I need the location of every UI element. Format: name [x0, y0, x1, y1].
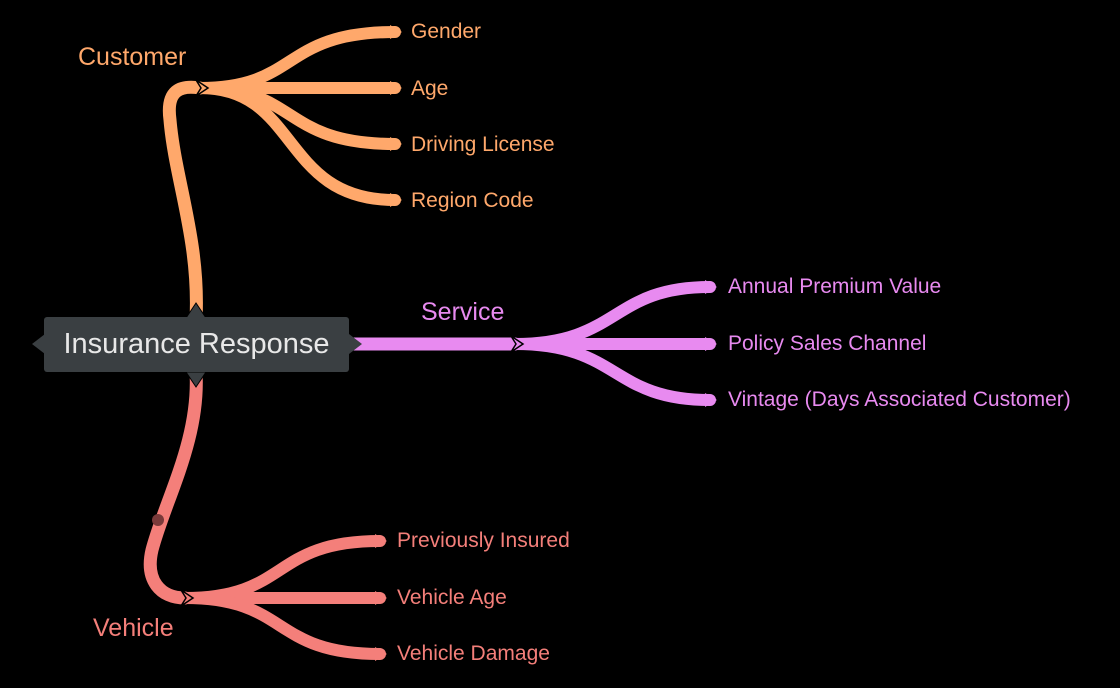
- vehicle-fork-insured: [179, 535, 386, 604]
- root-node[interactable]: Insurance Response: [44, 317, 349, 372]
- leaf-vintage[interactable]: Vintage (Days Associated Customer): [728, 388, 1071, 411]
- customer-arrow-region: [390, 193, 402, 207]
- customer-fork-gender: [194, 26, 401, 94]
- vehicle-connector: [143, 365, 203, 605]
- root-notch-bottom: [185, 371, 207, 388]
- vehicle-arrow-age: [375, 591, 387, 605]
- service-fork-vintage: [509, 338, 716, 406]
- service-chevron: [510, 335, 525, 353]
- root-label: Insurance Response: [63, 328, 330, 360]
- customer-branch: [162, 25, 402, 327]
- leaf-vehicle-damage[interactable]: Vehicle Damage: [397, 642, 550, 665]
- root-notch-left: [32, 334, 45, 354]
- service-branch: [343, 280, 717, 407]
- customer-connector: [162, 80, 207, 327]
- branch-label-service[interactable]: Service: [421, 298, 505, 326]
- leaf-annual-premium[interactable]: Annual Premium Value: [728, 275, 942, 298]
- service-fork-premium: [509, 281, 716, 350]
- branch-label-customer[interactable]: Customer: [78, 43, 187, 71]
- leaf-policy-sales-channel[interactable]: Policy Sales Channel: [728, 332, 927, 355]
- leaf-previously-insured[interactable]: Previously Insured: [397, 529, 570, 552]
- vehicle-branch: [143, 365, 387, 661]
- service-arrow-premium: [705, 280, 717, 294]
- vehicle-marker-dot: [152, 514, 164, 526]
- leaf-gender[interactable]: Gender: [411, 20, 482, 43]
- root-notch-top: [185, 302, 207, 319]
- customer-arrow-age: [390, 81, 402, 95]
- root-notch-right: [349, 334, 362, 354]
- vehicle-arrow-damage: [375, 647, 387, 661]
- customer-arrow-license: [390, 137, 402, 151]
- customer-chevron: [195, 79, 210, 97]
- customer-fork-region: [194, 82, 401, 206]
- service-arrow-vintage: [705, 393, 717, 407]
- service-arrow-channel: [705, 337, 717, 351]
- vehicle-chevron: [180, 589, 195, 607]
- leaf-driving-license[interactable]: Driving License: [411, 133, 555, 156]
- vehicle-fork-damage: [179, 592, 386, 660]
- leaf-region-code[interactable]: Region Code: [411, 189, 534, 212]
- leaf-age[interactable]: Age: [411, 77, 449, 100]
- customer-arrow-gender: [390, 25, 402, 39]
- branch-label-vehicle[interactable]: Vehicle: [93, 614, 174, 642]
- leaf-vehicle-age[interactable]: Vehicle Age: [397, 586, 507, 609]
- vehicle-arrow-insured: [375, 534, 387, 548]
